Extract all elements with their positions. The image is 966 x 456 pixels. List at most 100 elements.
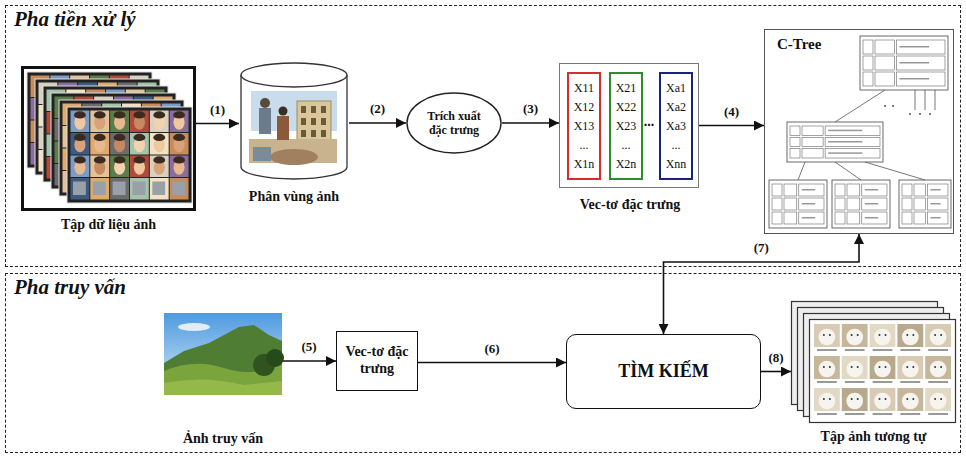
vector-element: X21: [611, 79, 641, 98]
dataset-illustration-part: [110, 133, 129, 155]
ctree-illustration: [765, 30, 955, 235]
ctree-illustration-part: [892, 105, 894, 107]
flow-arrow: [418, 362, 566, 364]
ctree-illustration-part: [863, 40, 873, 54]
ctree-illustration-part: [835, 212, 845, 224]
results-illustration-part: [928, 413, 948, 415]
cyl-illustration-part: [241, 63, 347, 87]
ctree-illustration-part: [915, 90, 916, 110]
search-box: TÌM KIẾM: [566, 334, 761, 409]
dataset-illustration-part: [172, 182, 185, 196]
query-image: Ảnh truy vấn: [164, 313, 282, 395]
caption-text: Phân vùng ảnh: [174, 189, 414, 205]
ctree-illustration-part: [902, 212, 912, 224]
results-illustration-part: [934, 398, 936, 400]
results-illustration-part: [874, 329, 891, 346]
results-illustration-part: [930, 393, 947, 410]
dataset-illustration-part: [130, 178, 149, 200]
ctree-illustration-part: [896, 72, 945, 86]
cyl-illustration-part: [301, 106, 306, 113]
vector-element: ...: [611, 136, 641, 155]
ctree-illustration-part: [925, 90, 926, 110]
segmentation-database: Phân vùng ảnh: [239, 61, 349, 181]
dataset-illustration-part: [94, 111, 106, 118]
dataset-illustration-part: [150, 156, 169, 178]
results-illustration-part: [874, 393, 891, 410]
dataset-illustration-part: [110, 178, 129, 200]
ctree-illustration-part: [832, 180, 890, 228]
index-tree-box: C-Tree: [764, 29, 954, 234]
ctree-illustration-part: [896, 56, 945, 70]
box-label: TÌM KIẾM: [618, 361, 709, 383]
ctree-illustration-part: [828, 141, 862, 143]
ctree-illustration-part: [875, 72, 894, 86]
results-illustration-part: [814, 324, 840, 347]
dataset-illustration-part: [133, 156, 145, 163]
cyl-illustration-part: [321, 106, 326, 113]
vector-element: X22: [611, 98, 641, 117]
ctree-illustration-part: [899, 78, 929, 80]
vector-element: ...: [569, 136, 599, 155]
results-illustration-part: [873, 381, 893, 383]
caption-text: Ảnh truy vấn: [103, 431, 343, 447]
results-illustration-part: [829, 334, 831, 336]
dataset-illustration-part: [114, 134, 126, 141]
results-illustration-part: [857, 398, 859, 400]
ctree-illustration-part: [914, 212, 925, 224]
step-number: (5): [300, 339, 317, 355]
vector-column: X21X22X23...X2n: [609, 72, 643, 180]
vector-element: X1n: [569, 155, 599, 174]
results-illustration-part: [823, 334, 825, 336]
ctree-illustration-part: [884, 105, 886, 107]
ctree-illustration-part: [835, 184, 845, 196]
vector-element: ...: [661, 136, 691, 155]
ctree-illustration-part: [927, 212, 948, 224]
cyl-illustration-part: [321, 130, 326, 137]
dataset-illustration-part: [113, 182, 126, 196]
results-illustration-part: [810, 320, 956, 423]
dataset-illustration-part: [71, 133, 90, 155]
dataset-illustration-part: [173, 111, 185, 118]
results-illustration-part: [928, 381, 948, 383]
results-illustration-part: [851, 334, 853, 336]
dataset-illustration-part: [67, 107, 192, 203]
ctree-illustration-part: [930, 203, 940, 205]
ctree-illustration-part: [902, 198, 912, 210]
results-illustration-part: [817, 349, 837, 351]
caption-text: Vec-tơ đặc trưng: [510, 197, 750, 213]
ctree-illustration-part: [899, 62, 929, 64]
flow-arrow: [282, 360, 336, 362]
step-number: (1): [209, 102, 226, 118]
flow-arrow: [196, 123, 239, 125]
dataset-illustration-part: [150, 111, 169, 133]
results-illustration: [791, 301, 956, 423]
ctree-illustration-part: [825, 149, 880, 158]
ctree-illustration-part: [772, 184, 782, 196]
cyl-illustration-part: [301, 118, 306, 125]
dataset-illustration-part: [133, 111, 145, 118]
ctree-illustration-part: [828, 130, 862, 132]
results-illustration-part: [900, 349, 920, 351]
ctree-illustration-part: [799, 198, 824, 210]
results-illustration-part: [845, 381, 865, 383]
query-illustration-part: [164, 325, 282, 395]
dataset-illustration-part: [133, 134, 145, 141]
results-illustration-part: [817, 413, 837, 415]
ctree-illustration-part: [914, 184, 925, 196]
results-illustration-part: [842, 388, 868, 411]
dataset-illustration-part: [74, 156, 86, 163]
cyl-illustration: [239, 61, 349, 181]
results-illustration-part: [819, 393, 836, 410]
ctree-illustration-part: [935, 90, 936, 110]
dataset-illustration-part: [130, 156, 149, 178]
dataset-illustration-part: [153, 111, 165, 118]
dataset-illustration-part: [110, 156, 129, 178]
dataset-illustration-part: [94, 134, 106, 141]
step-number: (3): [522, 101, 539, 117]
flow-arrow: [502, 122, 559, 124]
dataset-illustration-part: [74, 134, 86, 141]
ctree-illustration-part: [865, 162, 925, 180]
caption-text: Tập dữ liệu ảnh: [0, 217, 229, 233]
vector-element: X13: [569, 117, 599, 136]
